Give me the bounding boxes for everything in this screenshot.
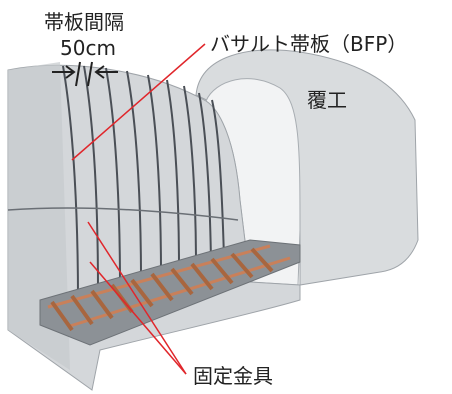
band-6 [166, 79, 180, 271]
band-2 [83, 65, 99, 293]
leader-fixture-lower [89, 261, 187, 375]
band-3 [105, 67, 121, 287]
sleeper [170, 267, 194, 296]
basalt-bands [62, 65, 225, 301]
spacing-tick-left [75, 61, 81, 87]
leader-fixture-upper [87, 221, 187, 375]
spacing-tick-right [87, 61, 93, 87]
band-9 [211, 99, 225, 259]
sleeper [230, 252, 254, 279]
sleeper [150, 272, 174, 302]
band-4 [126, 70, 142, 281]
sleeper [90, 289, 114, 320]
band-7 [183, 85, 197, 267]
band-spacing-title: 帯板間隔 [44, 10, 124, 34]
band-8 [198, 92, 212, 263]
sleeper [50, 300, 74, 332]
spacing-arrowhead-left [65, 65, 76, 79]
lining-label: 覆工 [307, 88, 347, 112]
sleeper [190, 262, 214, 291]
spacing-arrowhead-right [94, 65, 105, 79]
rail-right [69, 256, 291, 328]
fixing-hardware-label: 固定金具 [193, 364, 273, 388]
sleeper [130, 278, 154, 308]
band-1 [62, 65, 79, 301]
band-5 [147, 74, 162, 276]
band-spacing-value: 50cm [60, 36, 116, 60]
spacing-indicator [52, 61, 118, 87]
basalt-band-label: バサルト帯板（BFP） [210, 32, 408, 56]
wall-seam [7, 207, 239, 221]
leader-bfp [71, 43, 206, 161]
sleeper [70, 294, 94, 326]
leader-lines [71, 43, 206, 375]
sleeper [250, 247, 274, 273]
track-bed [39, 239, 301, 346]
sleeper [210, 257, 234, 285]
wall-shadow [8, 62, 70, 370]
